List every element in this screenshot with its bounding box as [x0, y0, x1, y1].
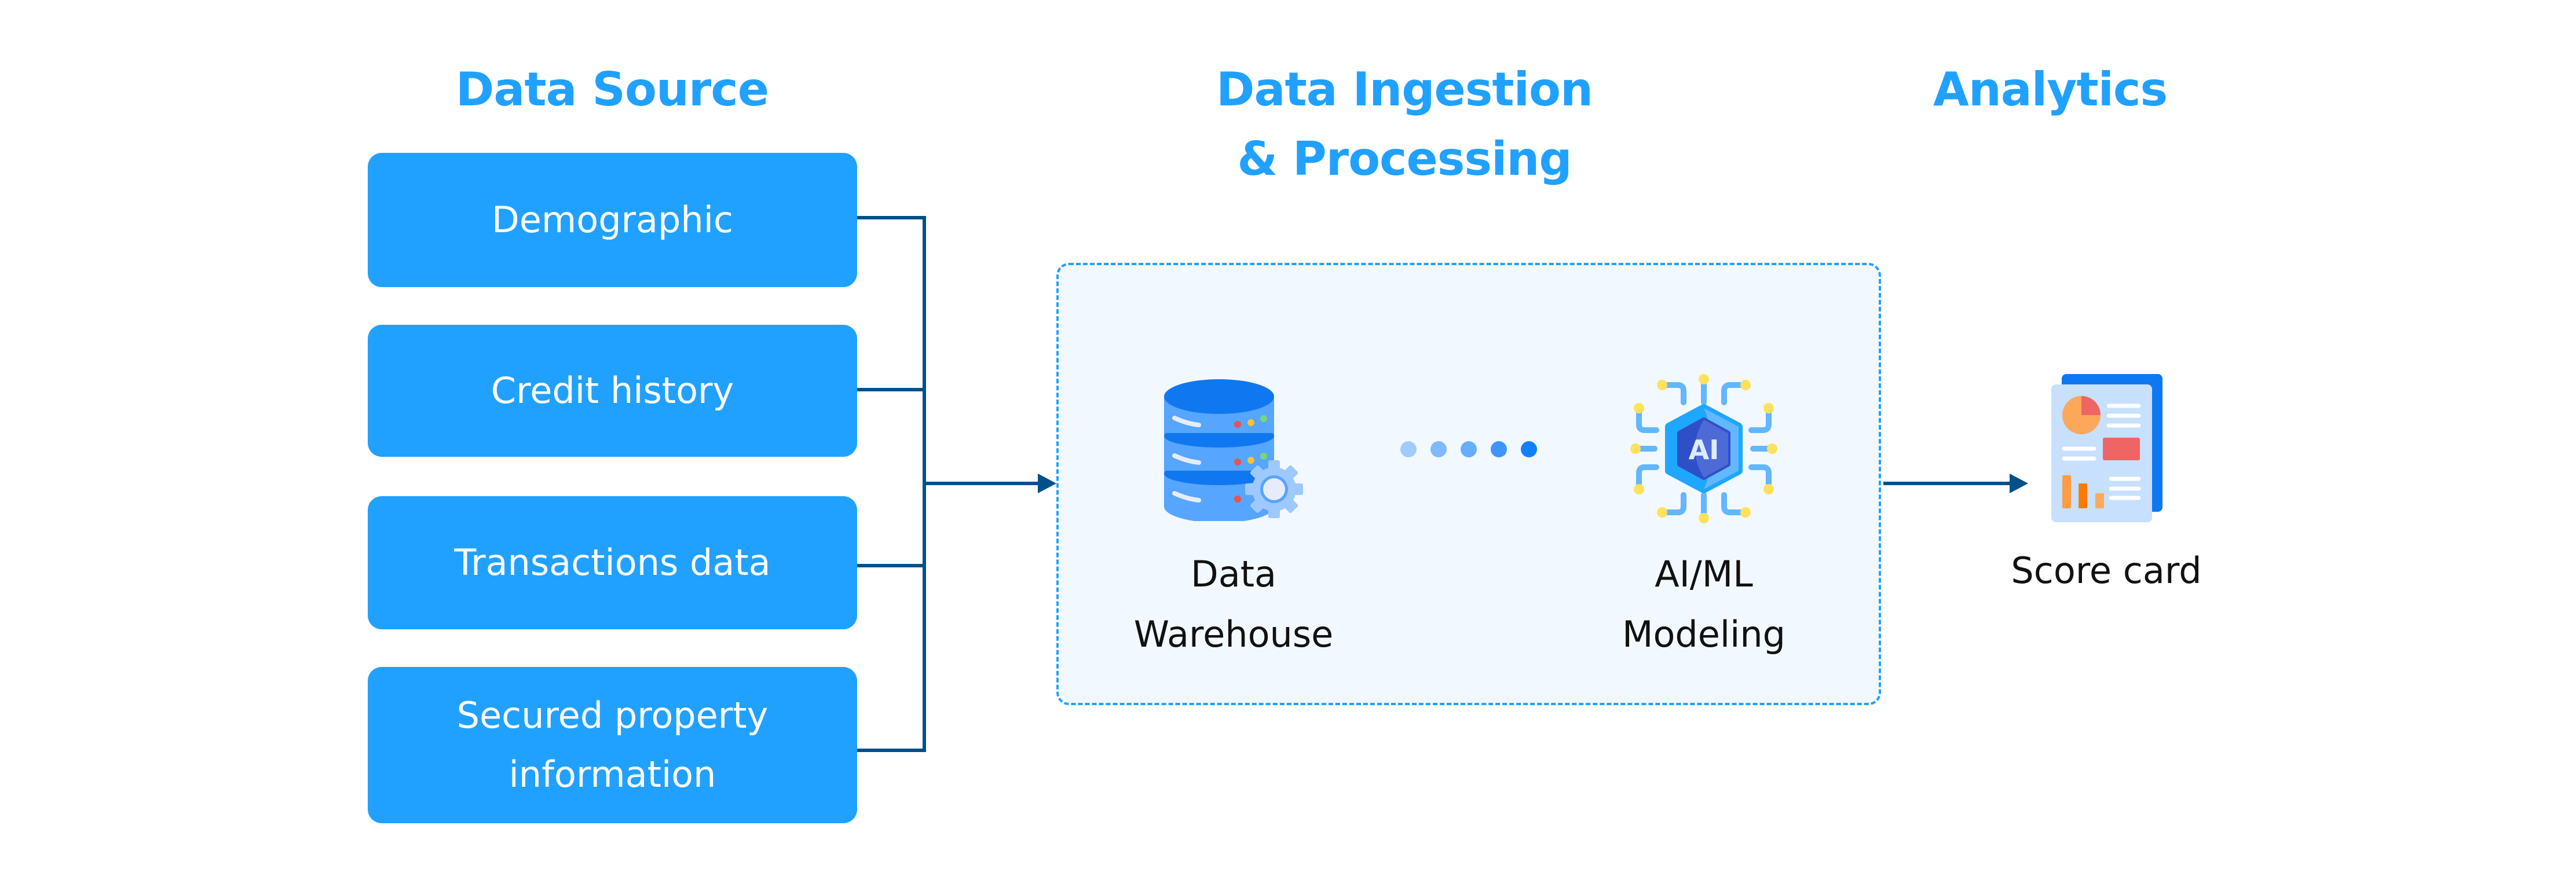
connector-credit-history — [857, 388, 926, 391]
progress-dot — [1521, 441, 1537, 457]
source-secured-property[interactable]: Secured property information — [368, 667, 857, 823]
source-credit-history[interactable]: Credit history — [368, 325, 857, 457]
model-label-line1: AI/ML — [1655, 553, 1753, 595]
heading-analytics: Analytics — [1933, 63, 2168, 116]
source-demographic[interactable]: Demographic — [368, 153, 857, 287]
connector-demographic — [857, 216, 926, 219]
warehouse-label-line2: Warehouse — [1133, 613, 1334, 655]
connector-secured-property — [857, 749, 926, 752]
source-transactions-data-label: Transactions data — [454, 541, 771, 584]
progress-dot — [1430, 441, 1447, 457]
warehouse-label: Data Warehouse — [1118, 544, 1349, 665]
source-transactions-data[interactable]: Transactions data — [368, 496, 857, 629]
ai-chip-icon: AI — [1630, 374, 1777, 523]
progress-dot — [1461, 441, 1477, 457]
ai-chip-icon-text: AI — [1689, 434, 1719, 465]
source-demographic-label: Demographic — [491, 199, 734, 241]
scorecard-label: Score card — [2011, 549, 2202, 592]
arrow-to-analytics-line — [1883, 482, 2011, 485]
model-label-line2: Modeling — [1622, 613, 1786, 655]
source-secured-property-label-line2: information — [508, 753, 716, 795]
source-credit-history-label: Credit history — [491, 369, 734, 412]
source-secured-property-label-line1: Secured property — [456, 694, 769, 736]
arrow-to-processing-line — [924, 482, 1040, 485]
connector-transactions — [857, 564, 926, 567]
progress-dot — [1491, 441, 1507, 457]
database-gear-icon — [1164, 379, 1303, 521]
arrow-to-analytics-head — [2010, 474, 2028, 493]
heading-data-ingestion: Data Ingestion & Processing — [1173, 55, 1636, 194]
progress-dot — [1400, 441, 1417, 457]
warehouse-label-line1: Data — [1190, 553, 1277, 595]
arrow-to-processing-head — [1038, 474, 1056, 493]
model-label: AI/ML Modeling — [1588, 544, 1820, 665]
scorecard-report-icon — [2051, 374, 2162, 522]
heading-data-source: Data Source — [455, 63, 769, 116]
heading-data-ingestion-line1: Data Ingestion — [1216, 63, 1593, 116]
heading-data-ingestion-line2: & Processing — [1237, 132, 1572, 186]
